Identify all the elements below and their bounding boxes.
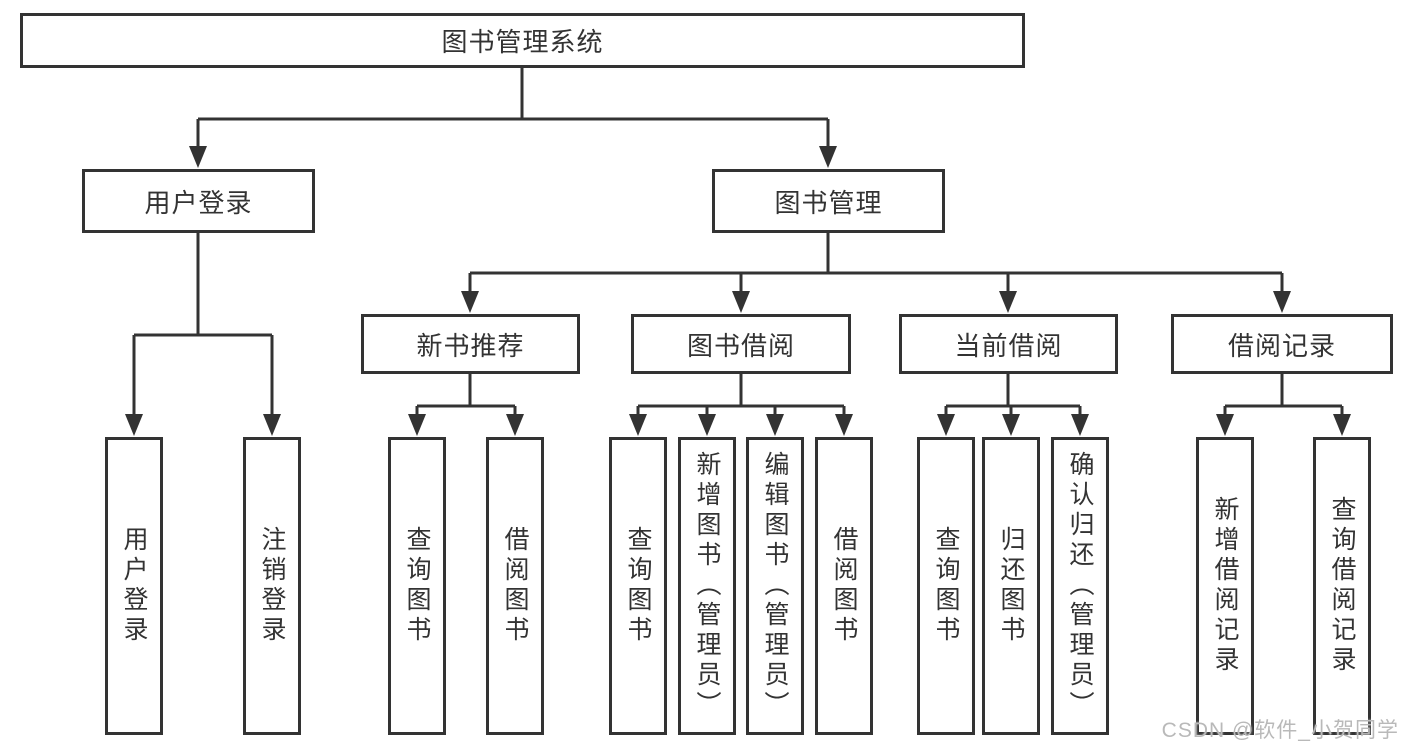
leaf-add-borrow-record: 新增借阅记录 bbox=[1196, 437, 1254, 735]
node-user-login-label: 用户登录 bbox=[144, 187, 253, 218]
leaf-current-query-book-label: 查询图书 bbox=[932, 526, 960, 646]
leaf-recommend-borrow-book: 借阅图书 bbox=[486, 437, 544, 735]
node-current-borrowing-label: 当前借阅 bbox=[954, 330, 1063, 361]
node-new-book-recommendation: 新书推荐 bbox=[361, 314, 580, 374]
leaf-query-borrow-record: 查询借阅记录 bbox=[1313, 437, 1371, 735]
node-root-label: 图书管理系统 bbox=[441, 27, 604, 57]
leaf-user-login-label: 用户登录 bbox=[120, 526, 148, 646]
leaf-add-book-admin: 新增图书（管理员） bbox=[678, 437, 736, 735]
leaf-return-book-label: 归还图书 bbox=[997, 526, 1025, 646]
node-root: 图书管理系统 bbox=[20, 13, 1025, 68]
node-user-login: 用户登录 bbox=[82, 169, 315, 233]
arrowheads bbox=[125, 146, 1351, 436]
leaf-borrow-query-book: 查询图书 bbox=[609, 437, 667, 735]
leaf-borrow-query-book-label: 查询图书 bbox=[624, 526, 652, 646]
node-borrowing-records: 借阅记录 bbox=[1171, 314, 1393, 374]
node-current-borrowing: 当前借阅 bbox=[899, 314, 1118, 374]
node-book-management: 图书管理 bbox=[712, 169, 945, 233]
leaf-logout-label: 注销登录 bbox=[258, 526, 286, 646]
leaf-borrow-book-label: 借阅图书 bbox=[830, 526, 858, 646]
node-book-borrowing-label: 图书借阅 bbox=[686, 330, 795, 361]
leaf-return-book: 归还图书 bbox=[982, 437, 1040, 735]
leaf-edit-book-admin-label: 编辑图书（管理员） bbox=[761, 451, 789, 721]
leaf-recommend-borrow-book-label: 借阅图书 bbox=[501, 526, 529, 646]
node-borrowing-records-label: 借阅记录 bbox=[1227, 330, 1336, 361]
leaf-user-login: 用户登录 bbox=[105, 437, 163, 735]
leaf-query-borrow-record-label: 查询借阅记录 bbox=[1328, 496, 1356, 676]
leaf-confirm-return-admin-label: 确认归还（管理员） bbox=[1066, 451, 1094, 721]
leaf-recommend-query-book: 查询图书 bbox=[388, 437, 446, 735]
leaf-edit-book-admin: 编辑图书（管理员） bbox=[746, 437, 804, 735]
leaf-borrow-book: 借阅图书 bbox=[815, 437, 873, 735]
leaf-add-book-admin-label: 新增图书（管理员） bbox=[693, 451, 721, 721]
leaf-logout: 注销登录 bbox=[243, 437, 301, 735]
node-new-book-recommendation-label: 新书推荐 bbox=[416, 330, 525, 361]
leaf-current-query-book: 查询图书 bbox=[917, 437, 975, 735]
leaf-add-borrow-record-label: 新增借阅记录 bbox=[1211, 496, 1239, 676]
node-book-management-label: 图书管理 bbox=[774, 187, 883, 218]
csdn-watermark: CSDN @软件_小贺同学 bbox=[1161, 719, 1399, 742]
node-book-borrowing: 图书借阅 bbox=[631, 314, 851, 374]
leaf-recommend-query-book-label: 查询图书 bbox=[403, 526, 431, 646]
leaf-confirm-return-admin: 确认归还（管理员） bbox=[1051, 437, 1109, 735]
